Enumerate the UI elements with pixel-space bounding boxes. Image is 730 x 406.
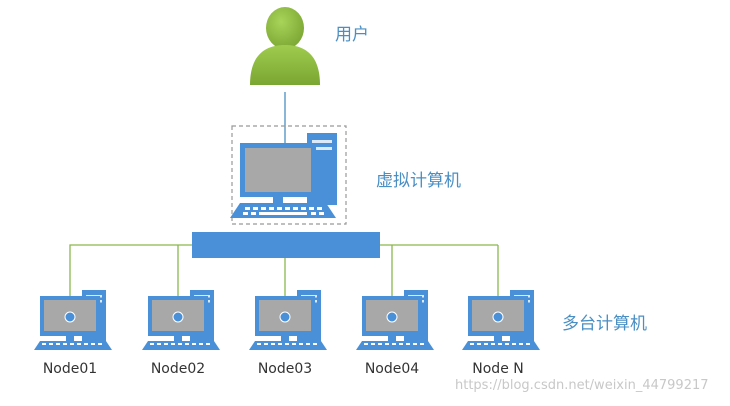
network-switch bbox=[192, 232, 380, 258]
node-label: Node N bbox=[472, 361, 524, 377]
node-label: Node04 bbox=[364, 361, 420, 377]
node-computer-icon bbox=[34, 290, 112, 350]
node-label: Node03 bbox=[257, 361, 313, 377]
virtual-computer-icon bbox=[230, 125, 347, 225]
node-computer-icon bbox=[249, 290, 327, 350]
node-computer-icon bbox=[462, 290, 540, 350]
node-computer-icon bbox=[142, 290, 220, 350]
user-icon bbox=[250, 7, 320, 85]
virtual-computer-label: 虚拟计算机 bbox=[376, 171, 461, 191]
multiple-computers-label: 多台计算机 bbox=[562, 314, 647, 334]
node-computers bbox=[34, 290, 540, 350]
watermark: https://blog.csdn.net/weixin_44799217 bbox=[455, 378, 709, 393]
node-label: Node01 bbox=[42, 361, 98, 377]
user-label: 用户 bbox=[335, 25, 369, 45]
node-computer-icon bbox=[356, 290, 434, 350]
node-label: Node02 bbox=[150, 361, 206, 377]
